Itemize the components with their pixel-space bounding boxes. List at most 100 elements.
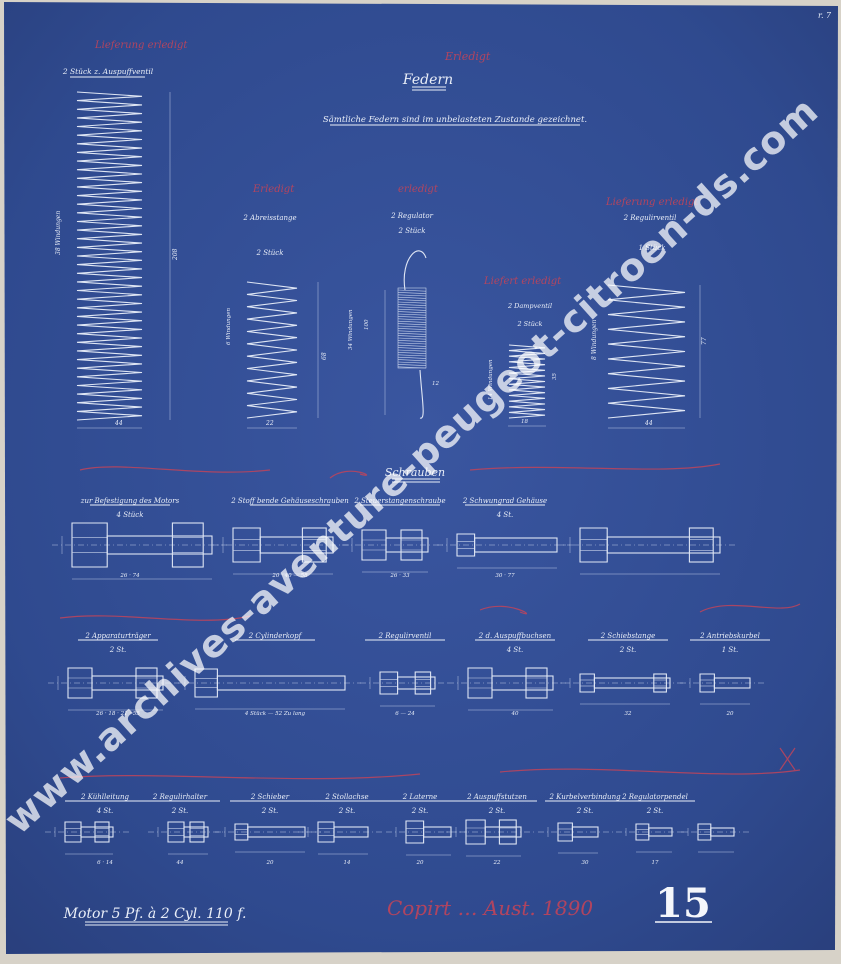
screw-title-r3-6: 2 Auspuffstutzen	[466, 793, 527, 801]
spring-5-title: 2 Regulirventil	[623, 214, 677, 222]
spring-exhaust-valve: Lieferung erledigt 2 Stück z. Auspuffven…	[55, 40, 188, 429]
screw-count-r3-6: 2 St.	[488, 807, 506, 815]
screw-title-r3-8: 2 Regulatorpendel	[621, 793, 688, 801]
bolt-row2-2	[175, 668, 361, 710]
red-mark-5	[479, 605, 528, 615]
bolt-row2-1	[48, 667, 179, 711]
screw-count-r3-1: 4 St.	[96, 807, 114, 815]
spring-1-length: 208	[172, 248, 179, 261]
screw-count-r3-8: 2 St.	[646, 807, 664, 815]
spring-regulirventil: Lieferung erledigt 2 Regulirventil 1 Stü…	[591, 197, 708, 429]
screw-title-r3-2: 2 Regulirhalter	[152, 793, 208, 801]
screw-title-r1-4: 2 Schwungrad Gehäuse	[462, 497, 547, 505]
red-mark-3	[469, 463, 721, 471]
spring-4-red-note: Liefert erledigt	[483, 276, 562, 287]
screw-dims-r3-6: 22	[493, 860, 501, 866]
spring-2-width: 22	[265, 420, 274, 427]
spring-4-length: 35	[552, 373, 558, 380]
spring-1-turns: 38 Windungen	[55, 211, 62, 255]
red-note-top: Erledigt	[444, 50, 491, 63]
spring-2-turns: 6 Windungen	[226, 308, 232, 345]
screw-title-r2-4: 2 d. Auspuffbuchsen	[478, 632, 552, 640]
screw-dims-r3-1: 6 · 14	[97, 860, 113, 866]
red-mark-6	[699, 603, 801, 613]
screw-title-r2-2: 2 Cylinderkopf	[248, 632, 303, 640]
screw-dims-r3-3: 20	[266, 860, 274, 866]
screw-dims-r3-5: 20	[416, 860, 424, 866]
spring-1-red-note: Lieferung erledigt	[94, 40, 188, 51]
springs-subtitle: Sämtliche Federn sind im unbelasteten Zu…	[323, 115, 587, 125]
bolt-row2-3	[360, 671, 451, 707]
spring-abreisstange: Erledigt 2 Abreisstange 2 Stück 22 68 6 …	[226, 184, 328, 429]
corner-mark: r. 7	[818, 11, 832, 20]
springs-title: Federn	[402, 72, 453, 88]
bolt-row3-4	[298, 821, 384, 855]
spring-1-width: 44	[114, 420, 123, 427]
screw-title-r3-5: 2 Laterne	[402, 793, 437, 801]
bolt-row3-1	[45, 821, 129, 855]
bolt-row1-3	[342, 529, 444, 573]
bolt-row1-1	[52, 522, 228, 580]
bolt-row3-7	[538, 822, 614, 854]
screw-dims-r1-4: 30 · 77	[495, 573, 515, 579]
screw-dims-r1-1: 26 · 74	[119, 573, 140, 579]
spring-2-count: 2 Stück	[256, 249, 284, 257]
screw-dims-r3-7: 30	[582, 860, 589, 866]
screw-title-r3-7: 2 Kurbelverbindung	[548, 793, 621, 801]
spring-2-title: 2 Abreisstange	[242, 214, 296, 222]
bolt-row2-5	[560, 673, 686, 705]
screw-count-r2-6: 1 St.	[722, 646, 739, 654]
spring-5-turns: 8 Windungen	[591, 319, 598, 360]
screw-title-r2-5: 2 Schiebstange	[600, 632, 655, 640]
spring-5-count: 1 Stück	[639, 244, 666, 252]
spring-4-turns: 14 Windungen	[488, 359, 494, 400]
bolt-row1-4	[437, 533, 573, 569]
screw-title-r1-1: zur Befestigung des Motors	[80, 497, 180, 505]
spring-3-title: 2 Regulator	[390, 212, 434, 220]
sheet-number: 15	[655, 880, 711, 927]
screw-title-r2-6: 2 Antriebskurbel	[699, 632, 760, 640]
spring-3-red-note: erledigt	[398, 184, 439, 195]
spring-5-red-note: Lieferung erledigt	[605, 197, 699, 208]
bolt-row3-3	[215, 823, 321, 853]
screw-dims-r3-4: 14	[344, 860, 351, 866]
bolt-row1-2	[213, 527, 349, 575]
spring-2-red-note: Erledigt	[252, 184, 295, 195]
screw-title-r2-1: 2 Apparaturträger	[84, 632, 151, 640]
spring-5-width: 44	[644, 420, 653, 427]
screw-count-r1-4: 4 St.	[496, 511, 514, 519]
red-signature: Copirt … Aust. 1890	[387, 896, 593, 920]
spring-3-turns: 34 Windungen	[348, 309, 354, 350]
red-mark-2	[329, 470, 368, 479]
blueprint-paper	[4, 2, 838, 954]
spring-regulator: erledigt 2 Regulator 2 Stück 100 34 Wind…	[348, 184, 439, 419]
screw-dims-r2-2: 4 Stück — 52 Zu lang	[244, 711, 306, 717]
spring-3-count: 2 Stück	[398, 227, 426, 235]
bolt-row3-2	[148, 821, 224, 855]
screw-title-r3-3: 2 Schieber	[250, 793, 290, 801]
spring-3-width: 12	[432, 381, 439, 387]
screw-title-r1-2: 2 Stoff bende Gehäuseschrauben	[230, 497, 349, 505]
spring-4-title: 2 Dampventil	[507, 302, 552, 310]
spring-4-count: 2 Stück	[516, 320, 542, 328]
screw-dims-r1-3: 26 · 33	[389, 573, 410, 579]
screw-count-r2-1: 2 St.	[109, 646, 127, 654]
screw-count-r1-1: 4 Stück	[116, 511, 144, 519]
bolt-row3-9	[678, 823, 750, 853]
bolt-drawings: zur Befestigung des Motors 4 Stück 26 · 74…	[45, 497, 770, 866]
screw-title-r2-3: 2 Regulirventil	[378, 632, 432, 640]
spring-5-length: 77	[701, 337, 708, 345]
screw-count-r2-4: 4 St.	[506, 646, 524, 654]
bolt-row1-5	[560, 527, 736, 575]
screw-dims-r2-6: 20	[726, 711, 734, 717]
screw-dims-r2-5: 32	[625, 711, 632, 717]
screw-dims-r1-2: 20 · 40 — 58	[271, 573, 308, 579]
bolt-row3-6	[446, 819, 537, 857]
bolt-row2-6	[680, 673, 766, 705]
screw-count-r3-3: 2 St.	[261, 807, 279, 815]
spring-3-length: 100	[364, 319, 370, 330]
spring-1-title: 2 Stück z. Auspuffventil	[62, 67, 154, 76]
screw-dims-r2-1: 26 · 18 · 21 · 55	[95, 711, 140, 717]
